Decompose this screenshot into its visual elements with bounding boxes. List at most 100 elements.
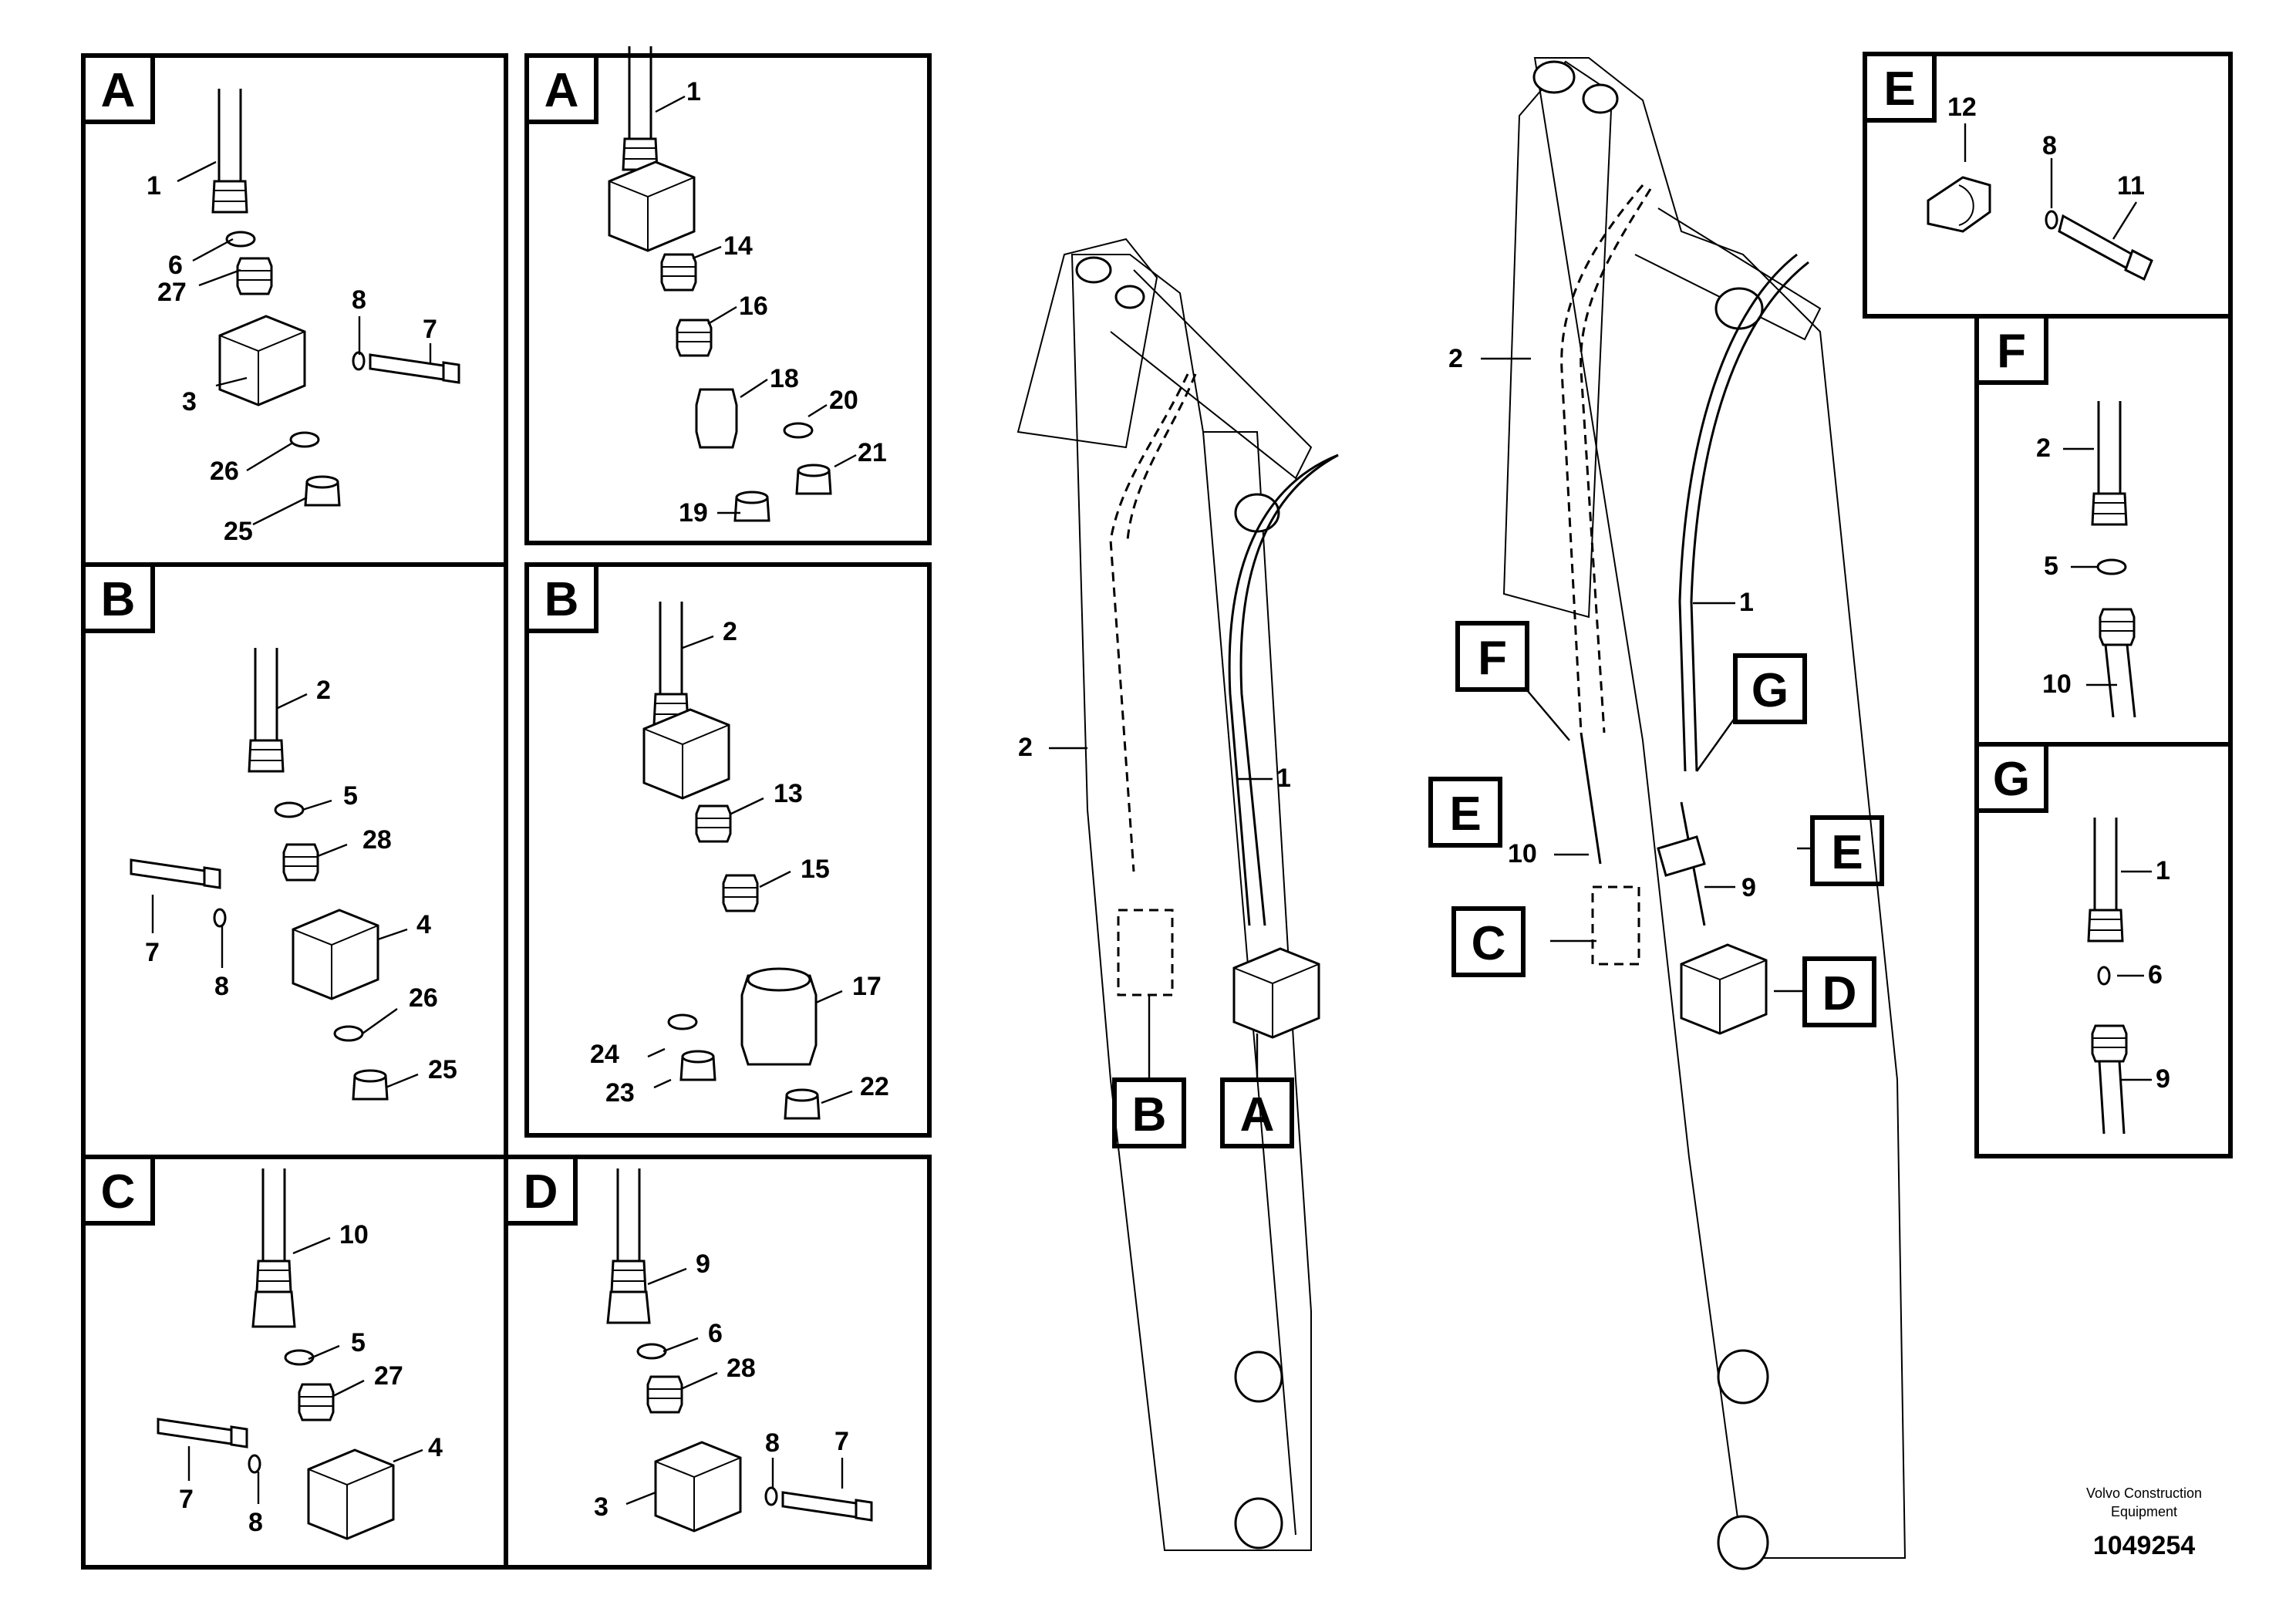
panel-d-tag: D (524, 1165, 558, 1219)
callout-g: G (1752, 664, 1789, 717)
panel-e-label-12: 12 (1947, 93, 1977, 122)
callout-f: F (1478, 632, 1507, 685)
panel-f-label-2: 2 (2036, 433, 2051, 463)
panel-c-label-8: 8 (248, 1508, 263, 1537)
panel-b-label-7: 7 (145, 938, 160, 967)
panel-e-tag-box (1863, 52, 1937, 123)
panel-f-tag: F (1997, 325, 2026, 378)
panel-b-alt-label-23: 23 (605, 1078, 635, 1108)
panel-d-tag-box (504, 1155, 578, 1226)
panel-a-label-27: 27 (157, 278, 187, 307)
callout-a-box[interactable] (1220, 1077, 1294, 1148)
panel-a-label-3: 3 (182, 387, 197, 416)
panel-e-clamp-assembly: E 12 8 11 (1863, 52, 2233, 319)
panel-e-tag: E (1883, 62, 1915, 116)
boom-left-view: 2 1 B A (1017, 238, 1339, 1551)
panel-b-hose-2-assembly: B 2 5 28 4 7 8 26 25 (81, 562, 508, 1159)
panel-b-alt-frame (524, 562, 932, 1138)
panel-g-label-9: 9 (2156, 1064, 2170, 1094)
callout-c-box[interactable] (1451, 906, 1526, 977)
hose-2-route-left (1109, 373, 1189, 872)
panel-d-label-7: 7 (834, 1427, 849, 1456)
hose-1-route-left (1228, 454, 1339, 926)
panel-b-tag: B (101, 573, 136, 626)
panel-c-label-4: 4 (428, 1433, 443, 1462)
panel-b-label-25: 25 (428, 1055, 457, 1084)
part-18-coupling (695, 388, 738, 449)
panel-a-label-8: 8 (352, 285, 366, 315)
panel-b-alt-tag: B (544, 573, 579, 626)
hose-1-route-right (1678, 253, 1798, 772)
panel-d-label-9: 9 (696, 1249, 710, 1279)
panel-b-alt-hose-2-assembly: B 2 13 15 17 24 23 22 (524, 562, 932, 1138)
panel-a-label-25: 25 (224, 517, 253, 546)
panel-b-label-8: 8 (214, 972, 229, 1001)
panel-d-hose-9-assembly: D 9 6 28 8 7 3 (504, 1155, 932, 1570)
panel-g-tag: G (1993, 753, 2030, 806)
panel-d-label-6: 6 (708, 1319, 723, 1348)
panel-b-alt-label-2: 2 (723, 617, 737, 646)
panel-g-hose-1-detail: G 1 6 9 (1974, 742, 2233, 1158)
panel-b-alt-label-17: 17 (852, 972, 882, 1001)
panel-c-label-5: 5 (351, 1328, 366, 1357)
panel-d-label-8: 8 (765, 1428, 780, 1458)
callout-d: D (1822, 967, 1857, 1020)
callout-d-box[interactable] (1802, 956, 1876, 1027)
hose-2-route-right (1560, 184, 1644, 733)
panel-a-alt-tag-box (524, 53, 598, 124)
panel-b-label-28: 28 (362, 825, 392, 855)
panel-g-frame (1974, 742, 2233, 1158)
panel-a-tag: A (101, 64, 136, 117)
panel-c-label-10: 10 (339, 1220, 369, 1249)
panel-f-label-10: 10 (2042, 669, 2072, 699)
callout-b-box[interactable] (1112, 1077, 1186, 1148)
callout-e-left-box[interactable] (1428, 777, 1502, 848)
panel-a-alt-frame (524, 53, 932, 545)
drawing-number: 1049254 (2093, 1531, 2195, 1560)
panel-a-alt-label-16: 16 (739, 292, 768, 321)
boom-right-label-2: 2 (1448, 344, 1463, 373)
panel-a-alt-label-14: 14 (723, 231, 753, 261)
callout-g-box[interactable] (1733, 653, 1807, 724)
panel-a-alt-tag: A (544, 64, 579, 117)
boom-right-outline (1533, 57, 1907, 1559)
callout-c: C (1472, 917, 1506, 970)
panel-b-alt-tag-box (524, 562, 598, 633)
panel-a-alt-label-21: 21 (858, 438, 887, 467)
panel-g-label-6: 6 (2148, 960, 2163, 990)
part-12-clamp (1927, 176, 1991, 233)
boom-left-label-1: 1 (1276, 764, 1291, 793)
title-block: Volvo Construction Equipment 1049254 (2086, 1485, 2202, 1560)
panel-a-label-1: 1 (147, 171, 161, 201)
panel-a-alt-label-18: 18 (770, 364, 799, 393)
callout-e-left: E (1449, 787, 1481, 841)
panel-b-label-5: 5 (343, 781, 358, 811)
panel-b-tag-box (81, 562, 155, 633)
company-name-line2: Equipment (2111, 1504, 2177, 1519)
panel-c-tag-box (81, 1155, 155, 1226)
panel-a-label-7: 7 (423, 315, 437, 344)
panel-b-label-2: 2 (316, 676, 331, 705)
panel-d-label-3: 3 (594, 1492, 609, 1522)
panel-f-hose-2-detail: F 2 5 10 (1974, 314, 2233, 747)
panel-e-label-11: 11 (2117, 171, 2145, 201)
panel-a-hose-1-assembly: A 1 6 27 8 7 3 26 25 (81, 53, 508, 567)
boom-right-label-10: 10 (1508, 839, 1537, 868)
callout-e-right-box[interactable] (1810, 815, 1884, 886)
panel-a-alt-label-19: 19 (679, 498, 708, 528)
panel-g-label-1: 1 (2156, 856, 2170, 885)
panel-a-alt-label-1: 1 (686, 77, 701, 106)
panel-b-label-26: 26 (409, 983, 438, 1013)
callout-f-box[interactable] (1455, 621, 1529, 692)
panel-d-frame (504, 1155, 932, 1570)
panel-b-label-4: 4 (416, 910, 431, 939)
company-name-line1: Volvo Construction (2086, 1485, 2202, 1501)
panel-c-label-27: 27 (374, 1361, 403, 1391)
panel-b-alt-label-24: 24 (590, 1040, 619, 1069)
panel-g-tag-box (1974, 742, 2048, 813)
panel-b-alt-label-13: 13 (774, 779, 803, 808)
panel-b-alt-label-15: 15 (801, 855, 830, 884)
boom-right-view: 2 1 10 9 F G E E C D (1428, 57, 1907, 1570)
panel-b-alt-label-22: 22 (860, 1072, 889, 1101)
